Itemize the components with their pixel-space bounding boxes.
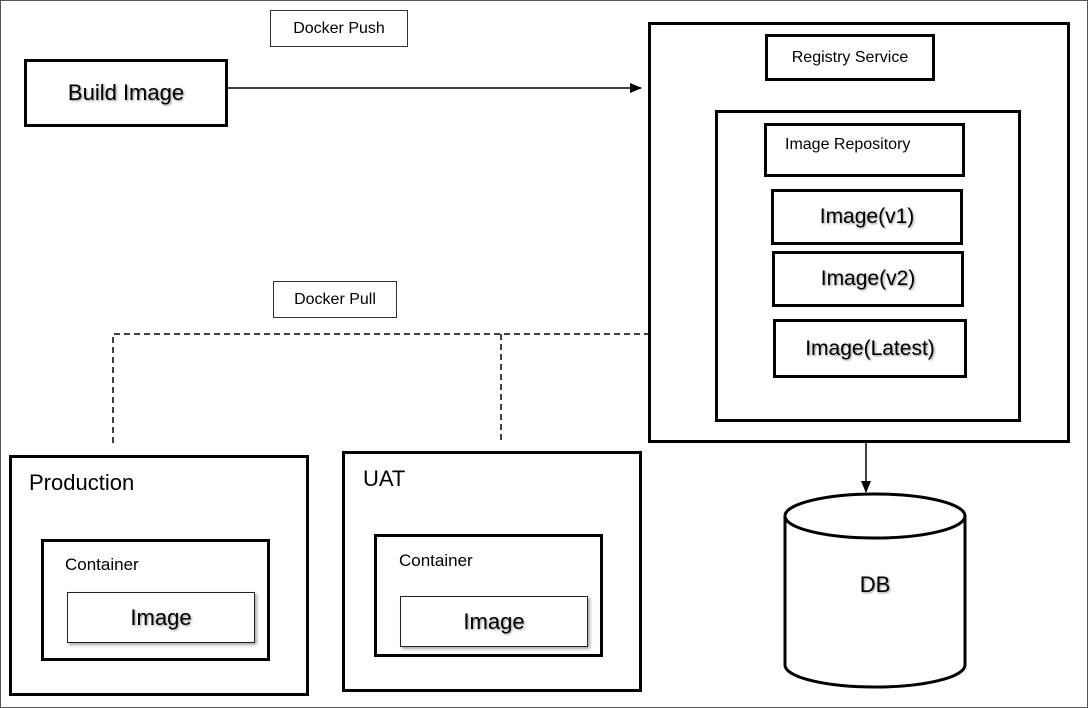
registry-service-text: Registry Service xyxy=(791,48,909,66)
production-container-title: Container xyxy=(65,555,139,575)
production-title: Production xyxy=(29,470,134,496)
uat-image-box: Image xyxy=(400,596,588,647)
production-image-text: Image xyxy=(130,604,192,630)
image-latest-text: Image(Latest) xyxy=(805,336,935,360)
docker-pull-text: Docker Pull xyxy=(294,290,376,308)
docker-push-label: Docker Push xyxy=(270,10,408,47)
image-repository-title: Image Repository xyxy=(764,123,965,177)
production-image-box: Image xyxy=(67,592,255,643)
uat-container-text: Container xyxy=(399,551,473,570)
build-image-text: Build Image xyxy=(67,80,185,105)
production-text: Production xyxy=(29,470,135,495)
build-image-box: Build Image xyxy=(24,59,228,127)
image-v2-box: Image(v2) xyxy=(772,251,964,307)
image-v1-box: Image(v1) xyxy=(771,189,963,245)
image-latest-box: Image(Latest) xyxy=(773,319,967,378)
docker-push-text: Docker Push xyxy=(293,19,385,37)
registry-service-title: Registry Service xyxy=(765,34,935,81)
db-label: DB xyxy=(785,565,965,605)
uat-image-text: Image xyxy=(463,608,525,634)
uat-text: UAT xyxy=(363,466,406,491)
uat-container-title: Container xyxy=(399,551,473,571)
image-v2-text: Image(v2) xyxy=(820,267,916,290)
uat-title: UAT xyxy=(363,466,405,492)
image-v1-text: Image(v1) xyxy=(819,205,915,228)
db-cylinder xyxy=(783,492,967,689)
db-text: DB xyxy=(859,572,891,597)
pull-connector xyxy=(112,333,649,443)
docker-pull-label: Docker Pull xyxy=(273,281,397,318)
image-repository-text: Image Repository xyxy=(785,136,911,153)
production-container-text: Container xyxy=(65,555,139,574)
